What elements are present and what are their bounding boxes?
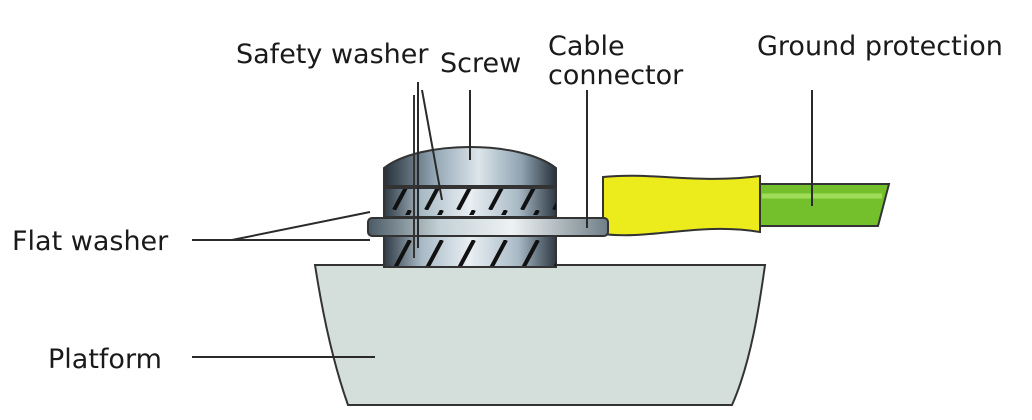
connector-yellow-sleeve (602, 174, 761, 237)
lower-hatch (384, 240, 556, 266)
leader-flat-washer-upper (231, 211, 371, 241)
screw-head-dome (383, 146, 557, 187)
safety-washer-hatch (384, 188, 556, 215)
ground-wire-green (759, 183, 891, 227)
label-cable-connector-line1: Cable (548, 31, 625, 62)
leader-lines (192, 82, 813, 358)
platform-block (313, 264, 767, 406)
label-screw: Screw (440, 48, 521, 79)
label-safety-washer: Safety washer (236, 39, 429, 70)
leader-safety-washer-b (421, 89, 443, 201)
flat-washer-shape (367, 217, 609, 237)
label-flat-washer: Flat washer (12, 226, 169, 257)
label-cable-connector-line2: connector (548, 60, 684, 91)
label-platform: Platform (48, 344, 162, 375)
label-ground-protection: Ground protection (757, 31, 1003, 62)
